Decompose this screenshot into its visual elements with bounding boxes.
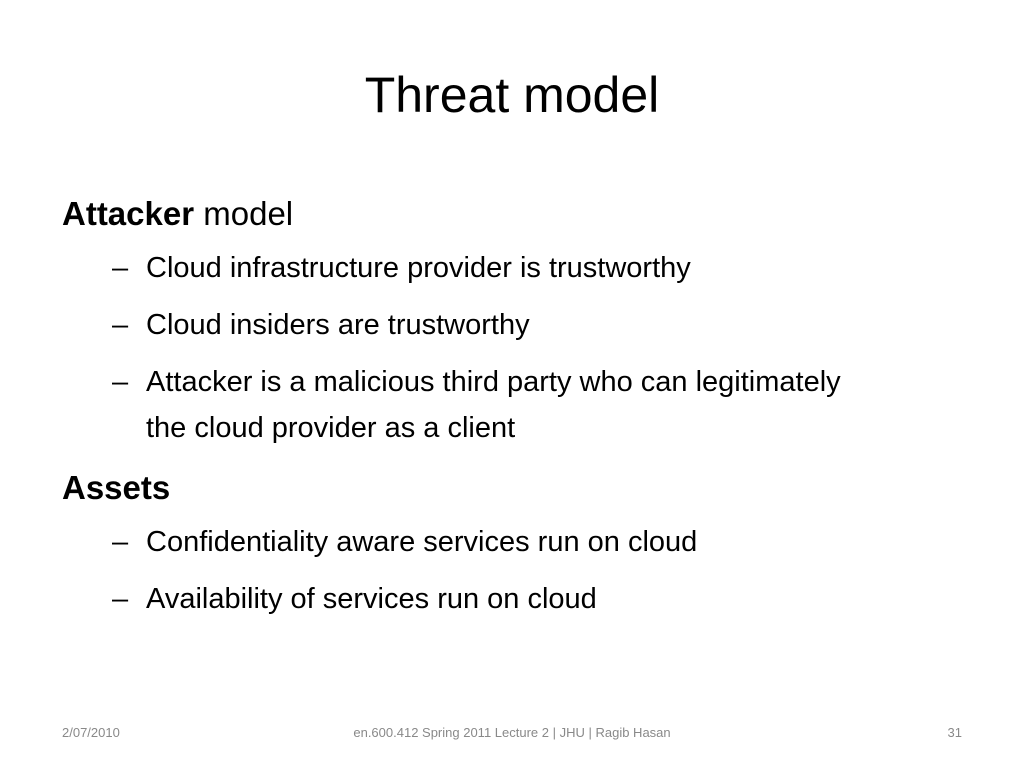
list-item: – Attacker is a malicious third party wh… (62, 359, 846, 451)
footer-date: 2/07/2010 (62, 725, 120, 740)
list-item-text: Cloud insiders are trustworthy (146, 309, 530, 341)
section-heading-bold: Assets (62, 469, 171, 506)
dash-bullet: – (112, 583, 129, 615)
section-heading-rest: model (194, 195, 294, 232)
assets-list: – Confidentiality aware services run on … (62, 519, 962, 622)
slide-body: Attacker model – Cloud infrastructure pr… (62, 188, 962, 633)
list-item-text: Confidentiality aware services run on cl… (146, 526, 698, 558)
slide-title: Threat model (364, 67, 660, 123)
dash-bullet: – (112, 526, 129, 558)
section-heading-assets: Assets (62, 462, 962, 514)
footer-course-info: en.600.412 Spring 2011 Lecture 2 | JHU |… (353, 725, 671, 740)
list-item: – Availability of services run on cloud (62, 576, 846, 622)
attacker-model-list: – Cloud infrastructure provider is trust… (62, 245, 962, 451)
list-item: – Confidentiality aware services run on … (62, 519, 846, 565)
section-heading-bold: Attacker (62, 195, 195, 232)
dash-bullet: – (112, 252, 129, 284)
list-item-text: Attacker is a malicious third party who … (146, 366, 841, 444)
list-item: – Cloud infrastructure provider is trust… (62, 245, 846, 291)
dash-bullet: – (112, 309, 129, 341)
footer-page-number: 31 (947, 725, 962, 740)
list-item: – Cloud insiders are trustworthy (62, 302, 846, 348)
section-heading-attacker-model: Attacker model (62, 188, 962, 240)
list-item-text: Cloud infrastructure provider is trustwo… (146, 252, 691, 284)
dash-bullet: – (112, 366, 129, 398)
list-item-text: Availability of services run on cloud (146, 583, 597, 615)
